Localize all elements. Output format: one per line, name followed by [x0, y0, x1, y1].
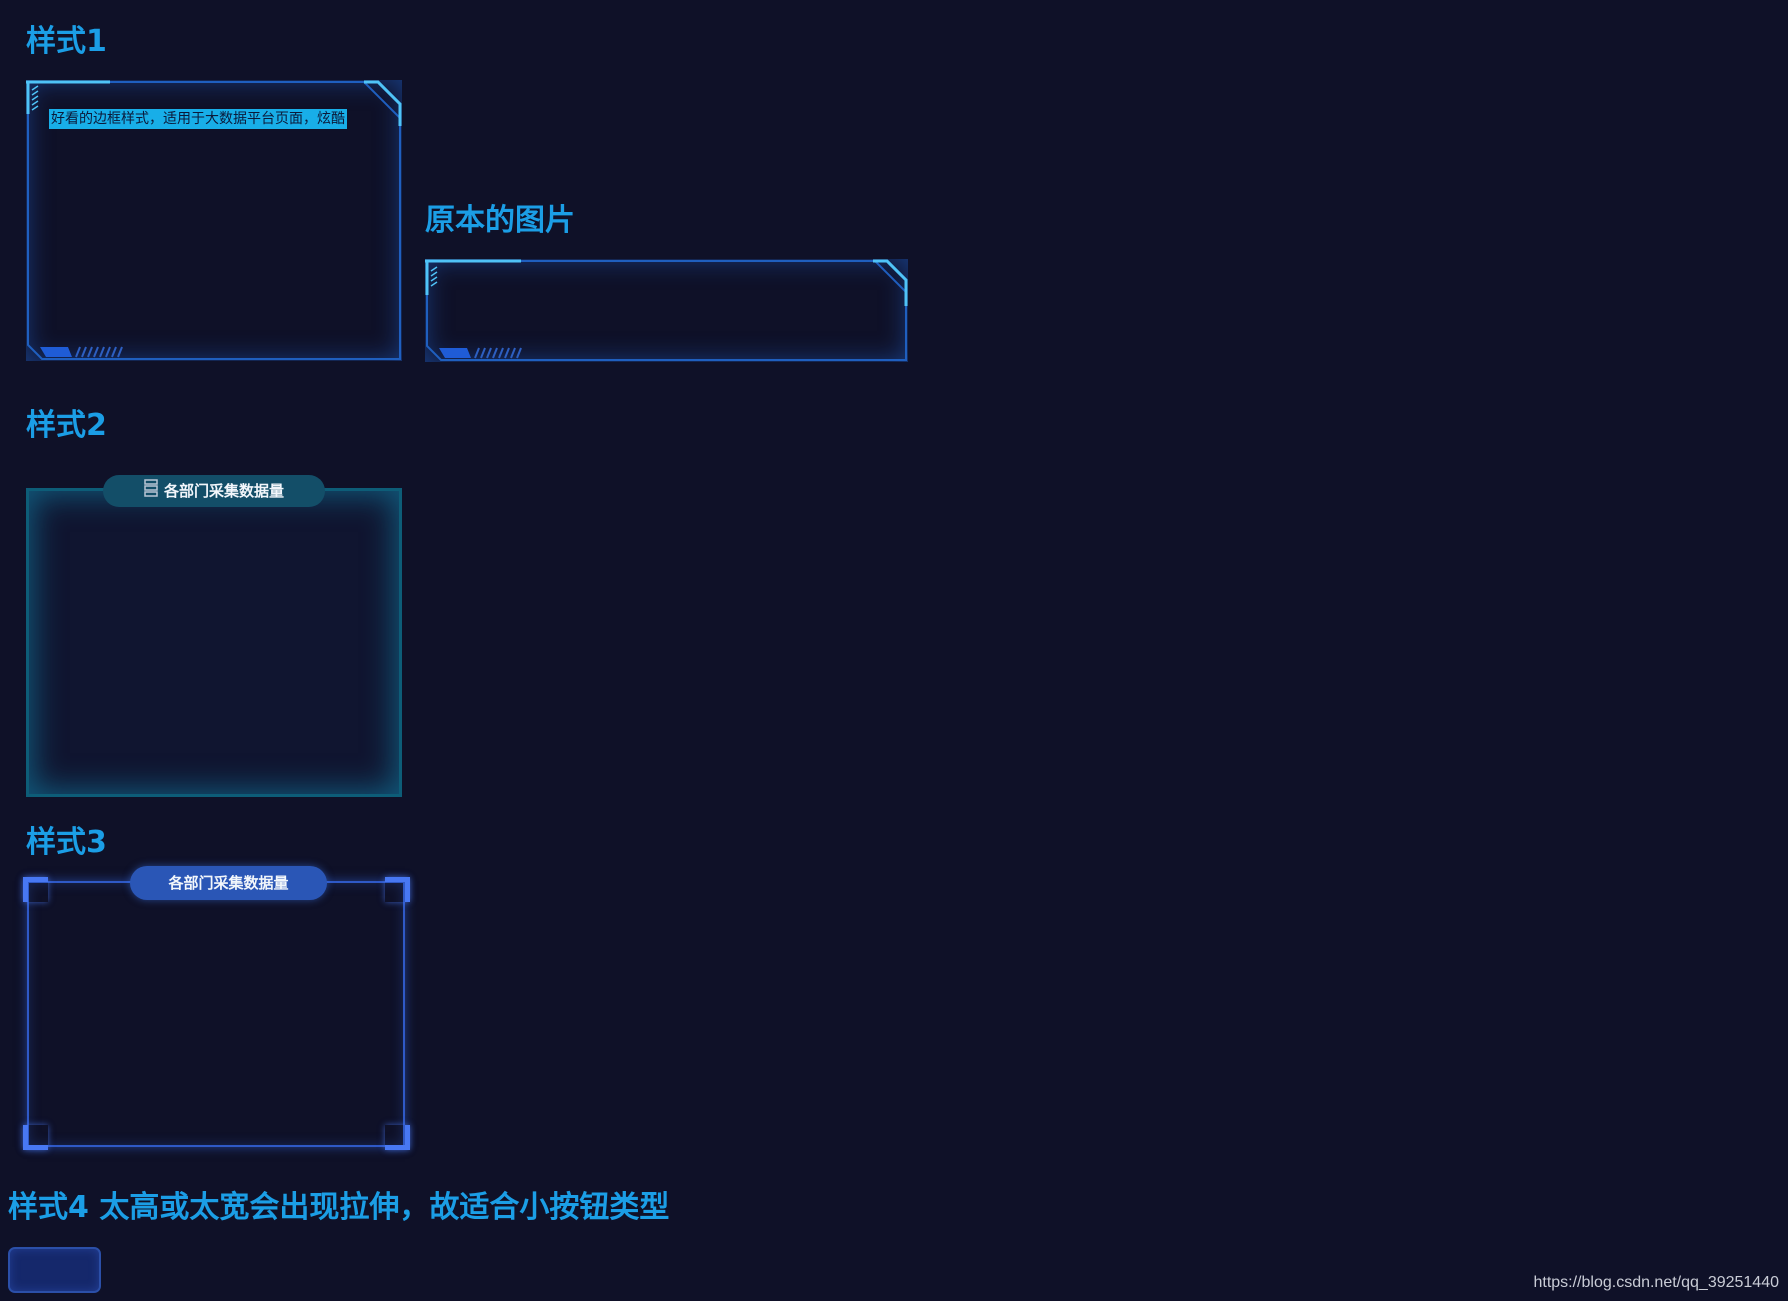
style2-heading: 样式2: [26, 408, 107, 443]
style4-small-button[interactable]: [8, 1247, 101, 1293]
style3-panel: [27, 881, 405, 1147]
original-frame: [425, 259, 908, 362]
style1-sample-text: 好看的边框样式，适用于大数据平台页面，炫酷: [49, 109, 347, 129]
style2-panel: [26, 488, 402, 797]
corner-bottom-left: [23, 1125, 48, 1150]
original-heading: 原本的图片: [425, 203, 575, 238]
style3-panel-title: 各部门采集数据量: [130, 866, 327, 900]
style3-heading: 样式3: [26, 825, 107, 860]
corner-top-right: [385, 877, 410, 902]
corner-bottom-right: [385, 1125, 410, 1150]
style2-panel-title: 各部门采集数据量: [103, 475, 325, 507]
watermark-url: https://blog.csdn.net/qq_39251440: [1533, 1274, 1779, 1291]
corner-top-left: [23, 877, 48, 902]
style4-heading: 样式4 太高或太宽会出现拉伸，故适合小按钮类型: [8, 1190, 670, 1225]
style1-heading: 样式1: [26, 24, 107, 59]
database-icon: [144, 476, 158, 508]
style1-frame: [26, 80, 402, 361]
style2-panel-title-text: 各部门采集数据量: [163, 482, 284, 500]
